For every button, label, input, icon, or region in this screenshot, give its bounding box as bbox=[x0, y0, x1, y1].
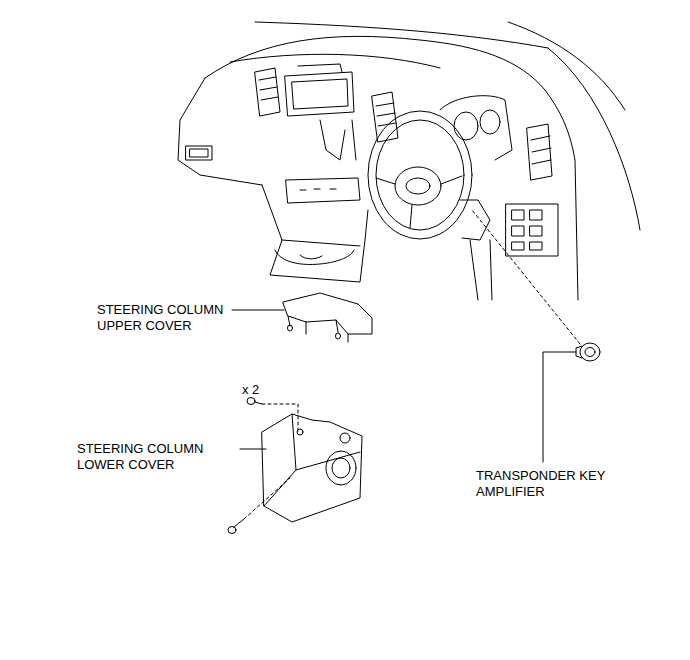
lower-cover-drawing bbox=[262, 414, 362, 522]
screw-drawing bbox=[234, 519, 244, 527]
dashboard-drawing bbox=[259, 77, 278, 100]
dashboard-drawing bbox=[545, 90, 578, 300]
dashboard-drawing bbox=[506, 204, 558, 256]
leader-line bbox=[232, 310, 284, 311]
dashboard-drawing bbox=[531, 136, 551, 164]
upper-cover-drawing bbox=[283, 293, 372, 342]
dashboard-drawing bbox=[470, 240, 492, 300]
dashboard-drawing bbox=[186, 146, 212, 160]
dashboard-drawing bbox=[440, 96, 512, 160]
dashboard-drawing bbox=[255, 22, 548, 48]
dashboard-drawing bbox=[508, 22, 625, 110]
leader-line bbox=[543, 352, 576, 462]
dashboard-drawing bbox=[372, 92, 398, 142]
dashboard-drawing bbox=[376, 103, 396, 126]
screw-drawing bbox=[255, 402, 262, 404]
dashboard-drawing bbox=[300, 189, 336, 190]
dashed-guide-line bbox=[262, 404, 298, 432]
lower-cover-drawing bbox=[332, 458, 350, 478]
upper-cover-drawing bbox=[288, 316, 348, 342]
dashboard-drawing bbox=[352, 120, 356, 160]
screw-drawing bbox=[228, 398, 262, 534]
dashboard-drawing bbox=[480, 110, 500, 134]
dashboard-drawing bbox=[286, 178, 360, 203]
leader-line bbox=[240, 449, 266, 450]
dashboard-drawing bbox=[292, 79, 348, 109]
dashboard-drawing bbox=[178, 78, 262, 185]
dashboard-drawing bbox=[460, 200, 490, 240]
dashboard-drawing bbox=[275, 250, 354, 264]
dashboard-drawing bbox=[395, 167, 441, 205]
dashboard-drawing bbox=[300, 255, 322, 259]
dashboard-drawing bbox=[262, 185, 368, 282]
part-label: STEERING COLUMN UPPER COVER bbox=[97, 302, 237, 334]
screw-drawing bbox=[247, 398, 255, 405]
dashboard-drawing bbox=[178, 22, 640, 300]
upper-cover-drawing bbox=[336, 333, 341, 339]
dashboard-drawing bbox=[376, 176, 462, 228]
dashboard-drawing bbox=[548, 48, 640, 230]
dashboard-drawing bbox=[298, 64, 342, 72]
dashboard-drawing bbox=[406, 178, 430, 194]
dashboard-drawing bbox=[285, 72, 354, 116]
screw-drawing bbox=[228, 527, 236, 534]
dashed-guide-line bbox=[472, 210, 580, 344]
upper-cover-drawing bbox=[288, 325, 293, 331]
amplifier-drawing bbox=[576, 343, 600, 361]
dashboard-drawing bbox=[190, 149, 208, 157]
lower-cover-drawing bbox=[326, 451, 356, 485]
amplifier-drawing bbox=[585, 348, 595, 357]
dashboard-drawing bbox=[255, 68, 280, 116]
dashboard-drawing bbox=[320, 120, 345, 160]
dashboard-drawing bbox=[530, 210, 542, 220]
dashboard-drawing bbox=[230, 54, 440, 68]
dashboard-drawing bbox=[512, 226, 524, 236]
dashboard-drawing bbox=[282, 240, 360, 246]
dashboard-drawing bbox=[530, 226, 542, 236]
dashboard-drawing bbox=[530, 242, 542, 250]
dashboard-drawing bbox=[368, 111, 472, 239]
lower-cover-drawing bbox=[264, 414, 296, 506]
dashboard-drawing bbox=[376, 120, 464, 230]
upper-cover-drawing bbox=[283, 293, 372, 334]
dashboard-drawing bbox=[454, 112, 478, 140]
lower-cover-drawing bbox=[340, 433, 350, 443]
dashed-guide-line bbox=[244, 478, 290, 519]
amplifier-drawing bbox=[576, 346, 582, 358]
leader-line bbox=[232, 310, 576, 462]
quantity-label: x 2 bbox=[242, 382, 274, 398]
amplifier-drawing bbox=[580, 343, 600, 361]
lower-cover-drawing bbox=[262, 414, 362, 522]
part-label: TRANSPONDER KEY AMPLIFIER bbox=[476, 468, 616, 500]
part-label: STEERING COLUMN LOWER COVER bbox=[77, 441, 227, 473]
dashboard-drawing bbox=[527, 124, 552, 180]
dashboard-drawing bbox=[512, 242, 524, 250]
dashboard-drawing bbox=[512, 210, 524, 220]
